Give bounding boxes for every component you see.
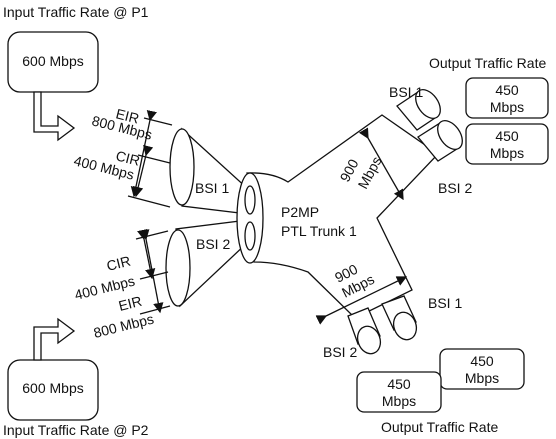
lower-capacity-dimension [315, 276, 408, 325]
bsi2-cir-label: CIR [105, 253, 132, 274]
output-top-box1-line2: Mbps [490, 99, 524, 115]
input-p2-rate: 600 Mbps [22, 380, 83, 396]
output-bottom-box2-line2: Mbps [382, 393, 416, 409]
input-p1-rate: 600 Mbps [22, 53, 83, 69]
trunk-port-bsi1 [244, 185, 256, 215]
upper-pipe-bsi2 [417, 120, 463, 162]
output-top-box2 [465, 123, 549, 165]
input-p1-title: Input Traffic Rate @ P1 [3, 4, 149, 20]
bsi2-eir-dimension [139, 229, 164, 314]
input-p2-title: Input Traffic Rate @ P2 [3, 422, 149, 438]
output-top-box1-line1: 450 [495, 82, 519, 98]
output-bottom-bsi1-label: BSI 1 [428, 295, 462, 311]
input-p1-box [7, 31, 99, 93]
output-top-box2-line2: Mbps [490, 145, 524, 161]
input-p1-arrow [33, 91, 76, 142]
output-bottom-box1 [439, 348, 525, 390]
upper-pipe-bsi1 [396, 89, 441, 131]
bsi1-cone [169, 127, 249, 215]
output-top-title: Output Traffic Rate [429, 55, 546, 71]
bsi1-cir-top-ext [137, 154, 171, 164]
bsi2-cir-dimension [137, 229, 156, 280]
bsi1-cir-dimension [133, 144, 154, 198]
output-bottom-bsi2-label: BSI 2 [323, 344, 357, 360]
bsi2-in-label: BSI 2 [196, 236, 230, 252]
bsi2-eir-label: EIR [117, 293, 144, 314]
output-bottom-box2 [356, 371, 442, 413]
lower-pipe-bsi1 [381, 295, 418, 341]
output-bottom-box2-line1: 450 [387, 376, 411, 392]
bsi1-cir-label: CIR [114, 147, 141, 168]
bsi2-eir-value: 800 Mbps [92, 311, 156, 341]
bsi2-eir-top-ext [135, 230, 169, 240]
output-bottom-title: Output Traffic Rate [381, 419, 498, 435]
input-p2-box [7, 359, 99, 421]
output-bottom-box1-line1: 450 [470, 353, 494, 369]
output-bottom-box1-line2: Mbps [465, 370, 499, 386]
bsi2-cone [165, 219, 249, 308]
trunk-port-bsi2 [244, 221, 256, 251]
output-top-bsi2-label: BSI 2 [438, 180, 472, 196]
output-top-bsi1-label: BSI 1 [389, 84, 423, 100]
bsi1-in-label: BSI 1 [195, 180, 229, 196]
input-p2-arrow [33, 317, 76, 361]
trunk-label-line1: P2MP [281, 204, 319, 220]
bsi1-eir-top-ext [143, 117, 173, 126]
output-top-box1 [465, 77, 549, 119]
trunk-label-line2: PTL Trunk 1 [281, 223, 357, 239]
bsi1-eir-label: EIR [114, 105, 141, 126]
bsi1-cone-mouth [169, 128, 195, 206]
bsi1-eir-bottom-ext [127, 195, 171, 208]
upper-capacity-dimension [358, 127, 404, 201]
trunk-input-face [236, 172, 264, 264]
output-top-box2-line1: 450 [495, 128, 519, 144]
bsi2-cone-mouth [165, 229, 191, 307]
